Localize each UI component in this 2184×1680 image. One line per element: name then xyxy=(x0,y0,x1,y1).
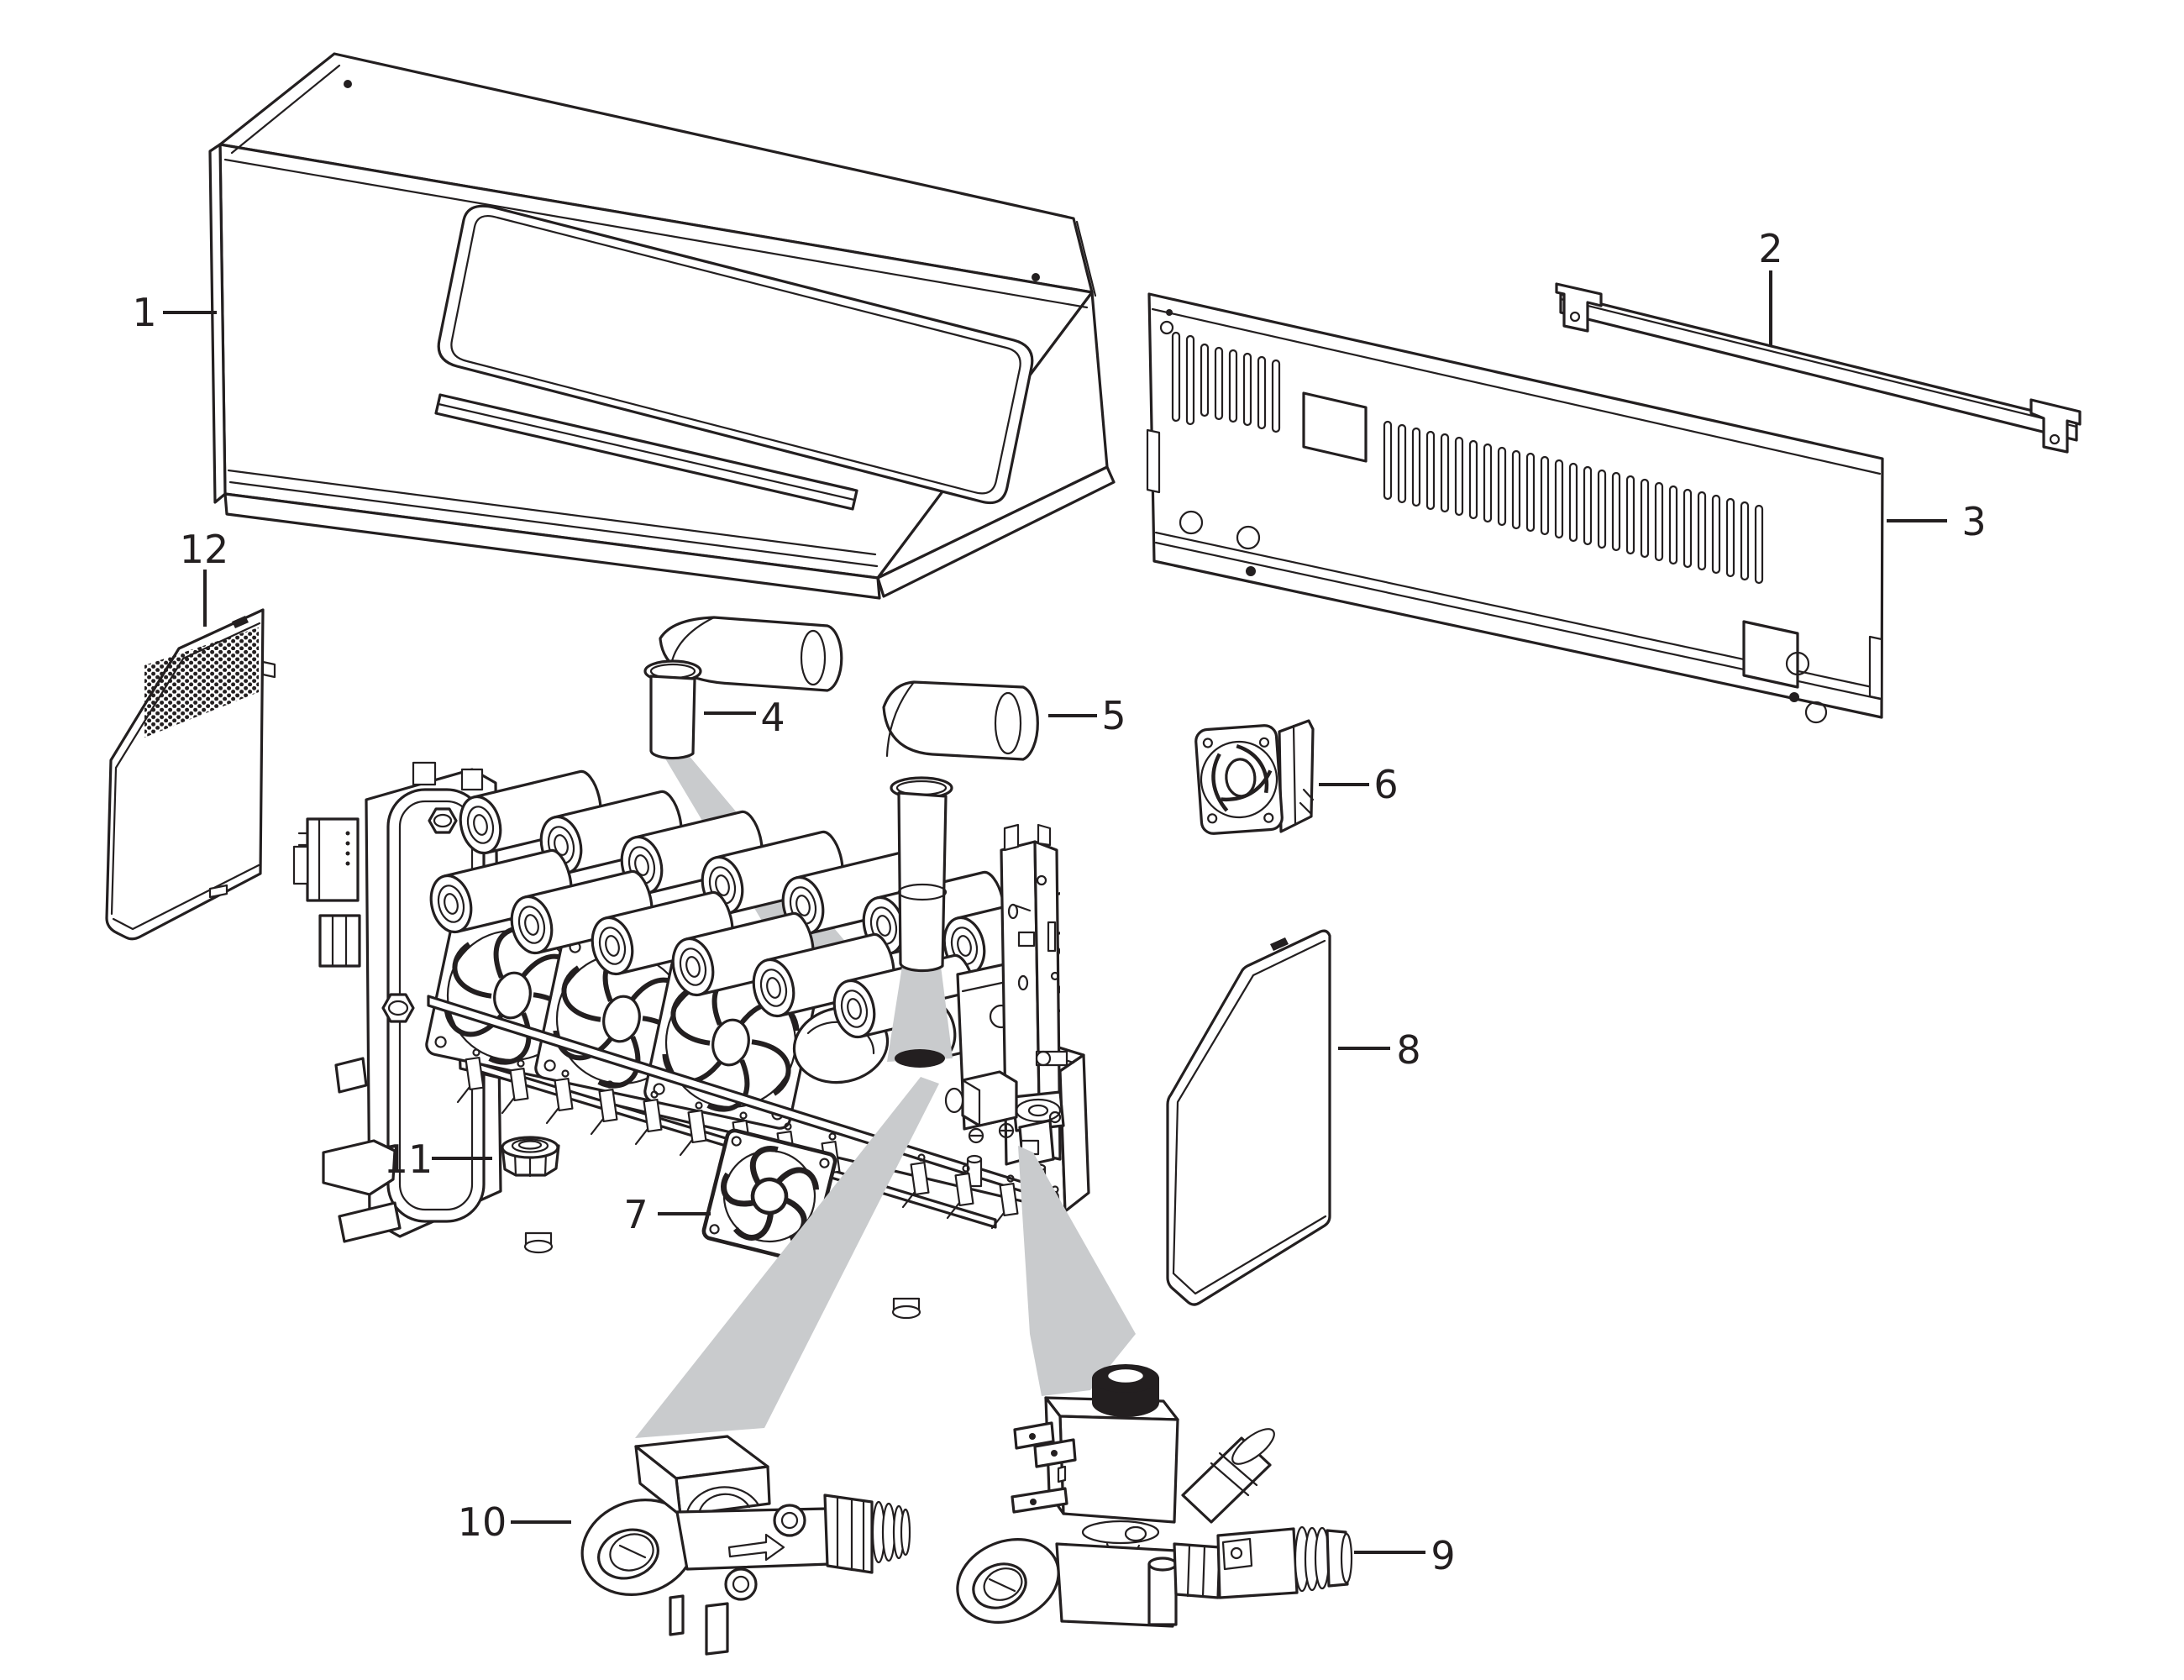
part-8-side-panel xyxy=(1166,929,1331,1306)
vent-slot-group-left xyxy=(1171,331,1281,433)
assembly-feet xyxy=(523,1231,921,1320)
callout-9-label: 9 xyxy=(1431,1533,1455,1578)
callout-3-label: 3 xyxy=(1961,499,1986,544)
control-board xyxy=(292,817,361,968)
assembly-cone-valve10 xyxy=(635,1077,939,1438)
callout-1-label: 1 xyxy=(132,290,156,335)
hex-nut xyxy=(381,993,415,1023)
perforation-field xyxy=(144,627,259,738)
callout-2-label: 2 xyxy=(1758,226,1782,271)
part-6-fan xyxy=(1194,719,1315,835)
callout-12-label: 12 xyxy=(180,527,229,572)
hex-fitting xyxy=(823,1494,874,1574)
callout-7-label: 7 xyxy=(623,1192,648,1237)
callout-6-label: 6 xyxy=(1373,762,1398,807)
part-5-elbow-pipe xyxy=(882,680,1039,973)
part-4-elbow-pipe xyxy=(643,616,843,760)
callouts: 1 2 3 4 5 6 7 8 9 10 11 12 xyxy=(132,226,1986,1578)
cover-screw-hole xyxy=(1032,273,1040,281)
hex-nut xyxy=(428,807,458,834)
part-1-top-cover xyxy=(208,52,1116,600)
part-3-back-panel xyxy=(1146,292,1884,724)
callout-8-label: 8 xyxy=(1396,1027,1420,1073)
part-10-water-valve xyxy=(580,1435,911,1656)
assembly-cone-elbow5 xyxy=(887,966,953,1062)
solenoid-cap xyxy=(1092,1364,1159,1417)
part-2-mounting-rail xyxy=(1555,282,2082,454)
panel-clip xyxy=(1270,937,1289,951)
panel-screw xyxy=(232,616,249,628)
part-9-solenoid-valve xyxy=(956,1364,1353,1628)
panel-rect-hole xyxy=(1302,391,1368,463)
panel-square-hole xyxy=(1742,620,1799,689)
callout-5-label: 5 xyxy=(1101,693,1126,738)
part-12-perforated-panel xyxy=(105,608,276,941)
part-11-cap-nut xyxy=(501,1136,560,1178)
cover-window-recess xyxy=(437,204,1034,505)
assembly-cone-valve9 xyxy=(1018,1146,1136,1396)
cover-screw-hole xyxy=(344,80,352,88)
callout-4-label: 4 xyxy=(760,695,785,740)
vent-slot-group-center xyxy=(1383,420,1764,585)
flow-direction-arrow xyxy=(727,1533,785,1562)
spade-terminals xyxy=(1011,1421,1077,1514)
callout-10-label: 10 xyxy=(458,1499,507,1545)
callout-11-label: 11 xyxy=(384,1137,433,1182)
